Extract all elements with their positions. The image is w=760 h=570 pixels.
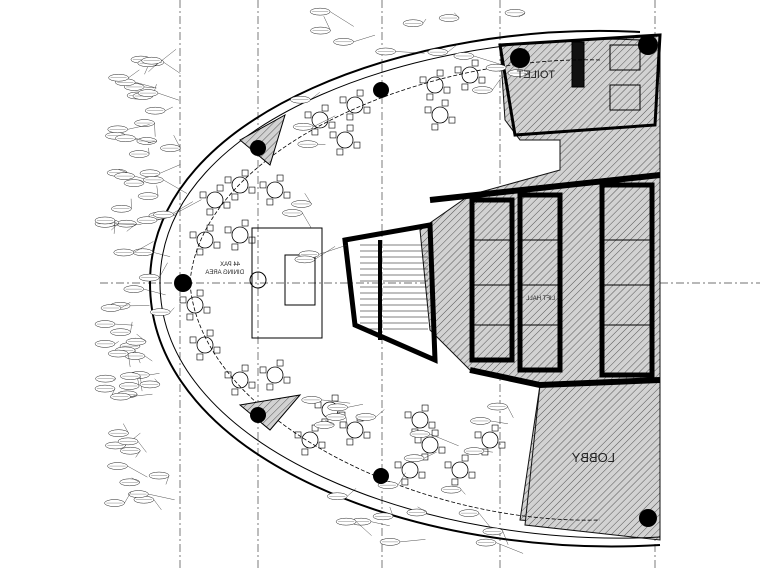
dining-area-label: DINING AREA — [205, 270, 244, 276]
furniture-layer — [179, 59, 506, 486]
lift-hall-label: LIFT HALL — [525, 296, 555, 302]
annotation-tags — [94, 7, 537, 554]
toilet-label: TOILET — [516, 69, 555, 81]
structural-columns — [174, 35, 658, 527]
dining-capacity-label: 44 PAX — [220, 262, 240, 268]
building-outline — [148, 30, 661, 548]
lift-core — [429, 172, 661, 389]
toilet-block — [498, 33, 662, 137]
wedge-wall-top — [239, 113, 286, 166]
wedge-wall-bottom — [238, 394, 302, 431]
lobby-label: LOBBY — [571, 450, 615, 465]
stair-core — [342, 222, 438, 364]
